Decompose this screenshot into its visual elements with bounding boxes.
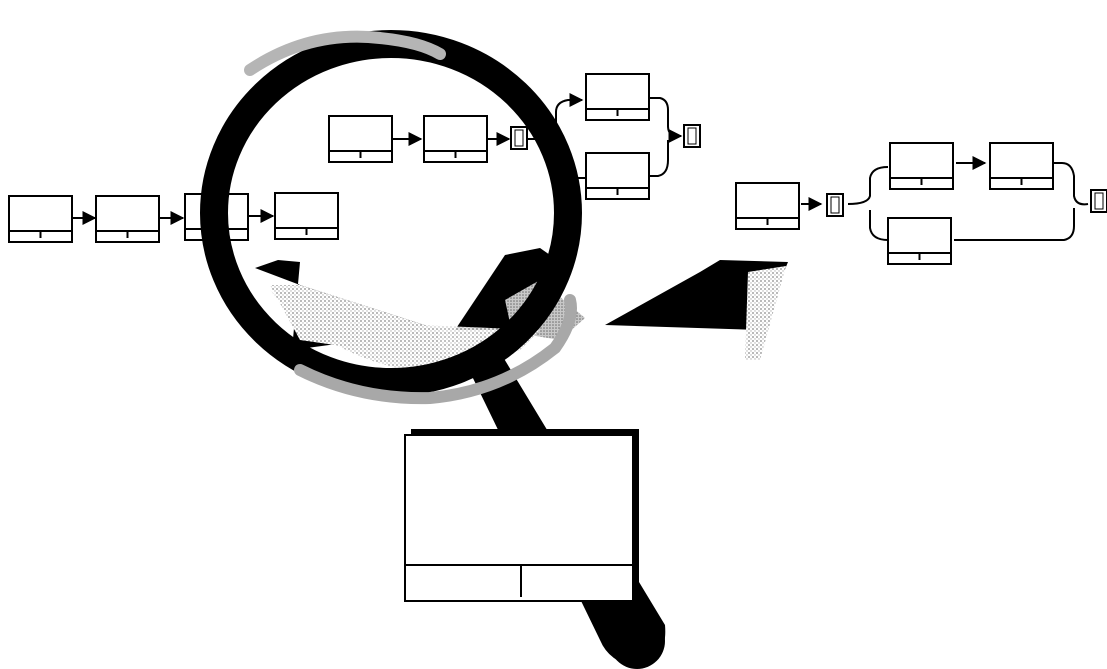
mid-join-lower bbox=[650, 140, 669, 177]
magnifier-rim-inner bbox=[224, 54, 558, 372]
mid-task-3 bbox=[585, 73, 650, 121]
right-split-brace bbox=[847, 166, 889, 241]
mid-task-1 bbox=[328, 115, 393, 163]
magnifier-handle-cap bbox=[609, 613, 665, 669]
right-task-4 bbox=[887, 217, 952, 265]
mid-task-2 bbox=[423, 115, 488, 163]
magnifier-rim-highlight-bottom bbox=[294, 294, 577, 405]
pointer-arrow-3 bbox=[605, 260, 788, 330]
left-task-1 bbox=[8, 195, 73, 243]
pointer-arrow-3-shadow bbox=[745, 266, 786, 360]
right-task-1 bbox=[735, 182, 800, 230]
mid-join-upper bbox=[650, 97, 683, 143]
left-task-4 bbox=[274, 192, 339, 240]
right-task-2 bbox=[889, 142, 954, 190]
left-task-2 bbox=[95, 195, 160, 243]
right-join-lower bbox=[954, 208, 1075, 241]
mid-join-node-inner bbox=[687, 127, 697, 145]
enlarged-task-card bbox=[404, 429, 639, 602]
mid-task-4 bbox=[585, 152, 650, 200]
right-split-node-inner bbox=[830, 196, 840, 214]
mid-split-node-inner bbox=[514, 129, 524, 147]
right-task-3 bbox=[989, 142, 1054, 190]
magnifier-rim-highlight-top bbox=[244, 30, 446, 76]
key-card-body bbox=[404, 434, 634, 602]
right-join-brace bbox=[1052, 162, 1089, 206]
right-join-node-inner bbox=[1094, 192, 1104, 210]
